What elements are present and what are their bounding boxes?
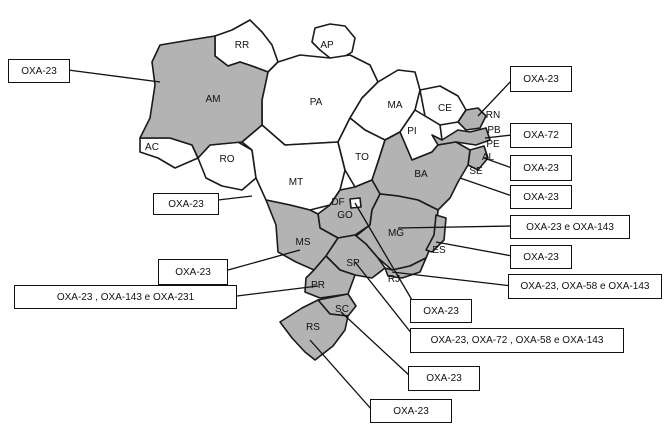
callout-rj: OXA-23, OXA-58 e OXA-143 — [508, 274, 662, 299]
label-sc: SC — [335, 304, 349, 315]
callout-rn: OXA-23 — [510, 66, 572, 92]
label-ce: CE — [438, 103, 452, 114]
callout-sc: OXA-23 — [408, 366, 480, 391]
label-ms: MS — [296, 237, 311, 248]
label-ma: MA — [388, 100, 403, 111]
callout-sp: OXA-23, OXA-72 , OXA-58 e OXA-143 — [410, 328, 624, 353]
callout-pb: OXA-72 — [510, 123, 572, 148]
callout-ba: OXA-23 — [510, 185, 572, 209]
callout-al: OXA-23 — [510, 155, 572, 181]
callout-mt: OXA-23 — [153, 193, 219, 215]
callout-df: OXA-23 — [410, 299, 472, 323]
label-ba: BA — [414, 169, 428, 180]
state-rs — [279, 299, 349, 361]
label-mg: MG — [388, 228, 404, 239]
label-pe: PE — [486, 139, 500, 150]
label-sp: SP — [346, 258, 360, 269]
label-ac: AC — [145, 142, 159, 153]
label-pi: PI — [407, 126, 416, 137]
label-ap: AP — [320, 40, 334, 51]
label-df: DF — [331, 197, 344, 208]
label-rn: RN — [486, 110, 500, 121]
label-to: TO — [355, 152, 369, 163]
callout-mg: OXA-23 e OXA-143 — [510, 215, 630, 239]
label-am: AM — [206, 94, 221, 105]
label-ro: RO — [220, 154, 235, 165]
label-pr: PR — [311, 280, 325, 291]
label-rr: RR — [235, 40, 249, 51]
label-es: ES — [432, 245, 446, 256]
callout-es: OXA-23 — [510, 245, 572, 269]
label-rs: RS — [306, 322, 320, 333]
callout-rs: OXA-23 — [370, 399, 452, 423]
callout-ms: OXA-23 — [158, 259, 228, 285]
label-pa: PA — [310, 97, 323, 108]
label-pb: PB — [487, 125, 501, 136]
callout-pr: OXA-23 , OXA-143 e OXA-231 — [14, 285, 237, 309]
state-am — [139, 35, 269, 159]
label-mt: MT — [289, 177, 303, 188]
callout-am: OXA-23 — [8, 59, 70, 83]
label-se: SE — [469, 166, 483, 177]
state-rn — [457, 107, 487, 131]
leader-lines — [67, 69, 513, 411]
state-labels: RR AP AM PA MA CE RN PB PE AL SE PI AC R… — [145, 40, 501, 333]
label-al: AL — [482, 152, 495, 163]
label-go: GO — [337, 210, 353, 221]
label-rj: RJ — [388, 274, 400, 285]
